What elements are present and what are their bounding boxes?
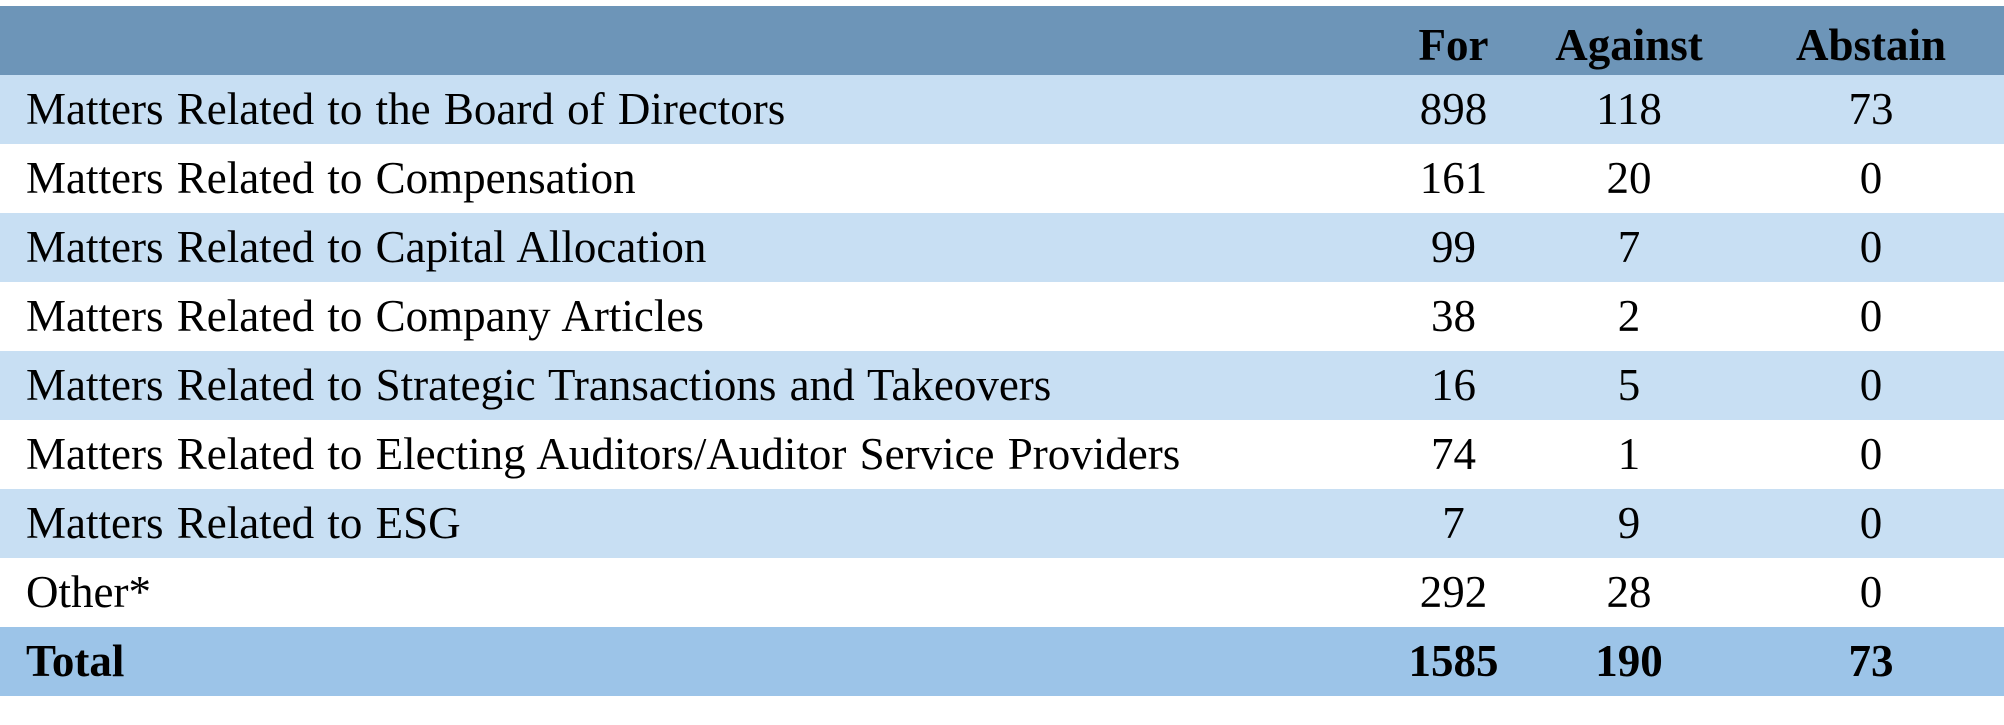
- table-row: Matters Related to ESG 7 9 0: [0, 489, 2004, 558]
- total-for: 1585: [1408, 636, 1499, 686]
- row-label: Matters Related to Capital Allocation: [26, 222, 707, 272]
- table-row: Other* 292 28 0: [0, 558, 2004, 627]
- table-header: For Against Abstain: [0, 6, 2004, 75]
- against-count: 118: [1596, 84, 1662, 134]
- for-count: 161: [1419, 153, 1488, 203]
- row-label: Matters Related to Compensation: [26, 153, 636, 203]
- against-count: 28: [1606, 567, 1652, 617]
- voting-summary-table: For Against Abstain Matters Related to t…: [0, 6, 2004, 696]
- header-for: For: [1418, 20, 1489, 70]
- against-count: 9: [1617, 498, 1641, 548]
- row-label: Matters Related to the Board of Director…: [26, 84, 786, 134]
- abstain-count: 0: [1859, 498, 1883, 548]
- table-row: Matters Related to Strategic Transaction…: [0, 351, 2004, 420]
- abstain-count: 0: [1859, 222, 1883, 272]
- abstain-count: 0: [1859, 567, 1883, 617]
- table-row: Matters Related to Compensation 161 20 0: [0, 144, 2004, 213]
- for-count: 898: [1419, 84, 1488, 134]
- row-label: Matters Related to Strategic Transaction…: [26, 360, 1052, 410]
- row-label: Matters Related to Company Articles: [26, 291, 704, 341]
- row-label: Matters Related to Electing Auditors/Aud…: [26, 429, 1181, 479]
- for-count: 38: [1431, 291, 1476, 341]
- header-abstain: Abstain: [1795, 20, 1947, 70]
- row-label: Other*: [26, 567, 151, 617]
- for-count: 7: [1442, 498, 1465, 548]
- for-count: 99: [1431, 222, 1476, 272]
- against-count: 20: [1606, 153, 1652, 203]
- row-label: Matters Related to ESG: [26, 498, 461, 548]
- header-label-column: [0, 6, 1387, 75]
- against-count: 1: [1617, 429, 1641, 479]
- table-footer: Total 1585 190 73: [0, 627, 2004, 696]
- total-abstain: 73: [1848, 636, 1894, 686]
- against-count: 7: [1617, 222, 1641, 272]
- total-label: Total: [26, 636, 125, 686]
- table-row: Matters Related to Electing Auditors/Aud…: [0, 420, 2004, 489]
- total-against: 190: [1595, 636, 1663, 686]
- total-row: Total 1585 190 73: [0, 627, 2004, 696]
- abstain-count: 0: [1859, 429, 1883, 479]
- table-row: Matters Related to Company Articles 38 2…: [0, 282, 2004, 351]
- table-row: Matters Related to the Board of Director…: [0, 75, 2004, 144]
- for-count: 16: [1431, 360, 1476, 410]
- abstain-count: 73: [1848, 84, 1894, 134]
- for-count: 74: [1431, 429, 1476, 479]
- header-against: Against: [1555, 20, 1703, 70]
- for-count: 292: [1419, 567, 1488, 617]
- header-row: For Against Abstain: [0, 6, 2004, 75]
- abstain-count: 0: [1859, 153, 1883, 203]
- against-count: 5: [1617, 360, 1641, 410]
- table-body: Matters Related to the Board of Director…: [0, 75, 2004, 627]
- against-count: 2: [1617, 291, 1641, 341]
- table-row: Matters Related to Capital Allocation 99…: [0, 213, 2004, 282]
- abstain-count: 0: [1859, 291, 1883, 341]
- abstain-count: 0: [1859, 360, 1883, 410]
